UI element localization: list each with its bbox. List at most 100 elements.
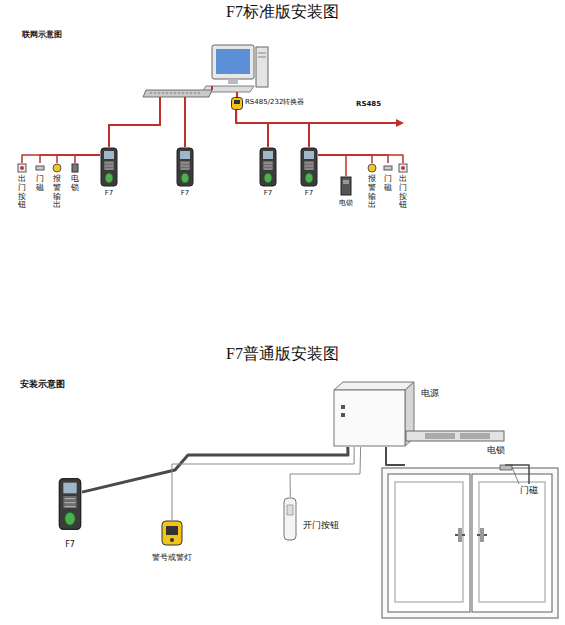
red-wires xyxy=(396,119,404,127)
alarm-light: 警号或警灯 xyxy=(152,520,192,563)
power-box-icon xyxy=(334,382,414,390)
node-label: 电锁 xyxy=(339,198,353,208)
f7-terminal-icon xyxy=(176,147,194,187)
f7-terminal-icon xyxy=(264,169,272,170)
f7-terminal-icon xyxy=(181,163,189,164)
wire-connector xyxy=(236,110,268,147)
f7-terminal-icon xyxy=(181,169,189,170)
wire-connector xyxy=(75,155,100,163)
peripheral-icon xyxy=(399,164,407,172)
f7-terminal-icon xyxy=(300,147,318,187)
electric-lock-icon xyxy=(406,431,504,441)
node-label: F7 xyxy=(65,540,75,549)
diagram-title: F7普通版安装图 xyxy=(0,344,565,365)
alarm-light-icon xyxy=(170,538,174,542)
node-label: 报警输出 xyxy=(368,175,376,210)
node-label: F7 xyxy=(181,189,189,197)
bus-label: RS485 xyxy=(356,100,381,108)
door xyxy=(458,528,462,542)
f7-terminal-icon xyxy=(304,161,314,170)
icon xyxy=(405,430,505,442)
door xyxy=(382,468,558,618)
f7-terminal-icon xyxy=(65,498,76,499)
node-label: 开门按钮 xyxy=(303,519,339,532)
peripheral-icon xyxy=(53,164,61,172)
icon xyxy=(340,176,352,196)
peripheral-icon xyxy=(18,164,26,172)
f7-terminal-icon xyxy=(63,496,76,508)
alarm-output: 报警输出 xyxy=(52,163,62,210)
computer xyxy=(212,45,254,79)
peripheral-icon xyxy=(367,163,377,173)
door xyxy=(479,482,545,602)
node-label: 门磁 xyxy=(36,175,44,193)
icon xyxy=(259,147,277,187)
f7-terminal-icon xyxy=(101,148,117,186)
alarm-output: 报警输出 xyxy=(367,163,377,210)
electric-lock-icon xyxy=(405,430,505,442)
f7-terminal-icon xyxy=(65,506,76,507)
peripheral-icon xyxy=(384,166,392,170)
icon xyxy=(283,497,297,541)
wire-connector xyxy=(318,155,346,176)
electric-lock-icon xyxy=(341,177,351,195)
wire-connector xyxy=(40,155,100,163)
power-box-icon xyxy=(333,381,415,447)
door xyxy=(472,474,552,612)
f7-terminal-icon xyxy=(259,147,277,187)
exit-button: 开门按钮 xyxy=(283,497,339,541)
icon xyxy=(100,147,118,187)
f7-terminal-icon xyxy=(263,161,273,170)
power-box-icon xyxy=(341,413,345,417)
wire-connector xyxy=(236,110,309,147)
alarm-light-icon xyxy=(161,520,183,546)
electric-lock-icon xyxy=(340,176,352,196)
electric-lock: 电锁 xyxy=(405,430,505,471)
f7-terminal-icon xyxy=(105,169,113,170)
peripheral-icon xyxy=(52,163,62,173)
electric-lock-icon xyxy=(425,433,455,439)
computer xyxy=(258,57,266,58)
node-label: RS485/232转换器 xyxy=(245,97,304,107)
peripheral-icon xyxy=(368,164,376,172)
peripheral-icon xyxy=(35,163,45,173)
wire-connector xyxy=(57,155,100,163)
f7-terminal-icon xyxy=(263,151,273,159)
red-wires xyxy=(184,97,186,147)
electric-lock: 电锁 xyxy=(339,176,353,208)
peripheral-icon xyxy=(36,166,44,170)
icon xyxy=(70,163,80,173)
exit-button-icon xyxy=(283,497,297,541)
door xyxy=(382,468,558,618)
icon xyxy=(300,147,318,187)
peripheral-icon xyxy=(398,163,408,173)
red-wires xyxy=(109,86,404,147)
door-magnet xyxy=(512,467,519,484)
peripheral-icon xyxy=(17,163,27,173)
door-magnet xyxy=(500,465,519,484)
converter-icon xyxy=(234,100,240,104)
converter-icon xyxy=(232,98,243,110)
node-label: 电锁 xyxy=(487,444,505,457)
icon xyxy=(231,97,243,110)
f7-terminal-icon xyxy=(65,512,76,525)
exit-button-icon xyxy=(284,498,296,540)
network-switch xyxy=(150,93,200,94)
power-box-icon xyxy=(341,405,345,409)
node-label: 出门按钮 xyxy=(18,175,26,210)
f7-terminal-icon xyxy=(59,479,80,530)
f7-terminal-icon xyxy=(181,173,189,183)
wire-connector xyxy=(318,155,388,163)
icon xyxy=(398,163,408,173)
exit-button: 出门按钮 xyxy=(398,163,408,210)
peripheral-icon xyxy=(72,164,78,172)
node-label: F7 xyxy=(105,189,113,197)
network-switch xyxy=(143,90,212,97)
icon xyxy=(17,163,27,173)
door-magnet xyxy=(500,465,512,470)
wire-connector xyxy=(505,465,529,484)
node-label: 电源 xyxy=(421,387,439,400)
icon xyxy=(176,147,194,187)
peripheral-icon xyxy=(20,166,24,170)
icon xyxy=(333,381,415,447)
